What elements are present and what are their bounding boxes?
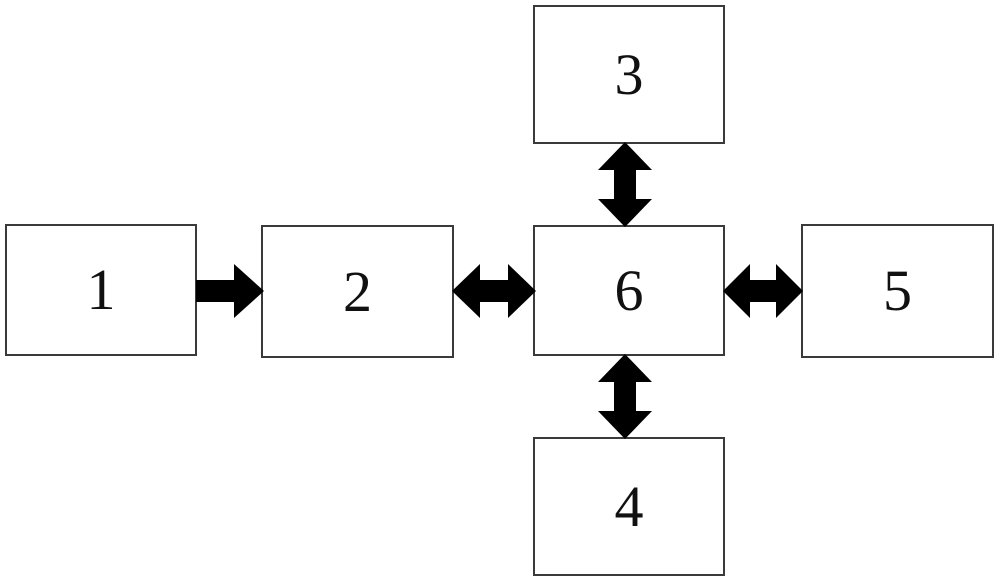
arrow-up-down-icon [598, 354, 652, 439]
block-node-4[interactable]: 4 [533, 437, 725, 576]
block-node-3-label: 3 [614, 41, 644, 107]
connector-2-to-6 [452, 262, 536, 320]
connector-6-to-5 [723, 262, 803, 320]
arrow-up-down-icon [598, 142, 652, 227]
connector-1-to-2 [196, 262, 264, 320]
connector-3-to-6 [596, 142, 654, 227]
connector-6-to-4 [596, 354, 654, 439]
block-node-2[interactable]: 2 [261, 225, 454, 358]
block-node-5-label: 5 [883, 258, 912, 323]
block-node-5[interactable]: 5 [801, 224, 994, 358]
block-node-3[interactable]: 3 [533, 5, 725, 144]
arrow-right-icon [196, 264, 264, 318]
arrow-left-right-icon [723, 264, 803, 318]
arrow-left-right-icon [452, 264, 536, 318]
block-node-6[interactable]: 6 [533, 225, 725, 356]
block-node-1-label: 1 [86, 257, 116, 322]
block-node-6-label: 6 [614, 257, 644, 323]
block-node-2-label: 2 [343, 258, 372, 324]
block-node-1[interactable]: 1 [5, 224, 197, 356]
block-node-4-label: 4 [614, 473, 644, 539]
